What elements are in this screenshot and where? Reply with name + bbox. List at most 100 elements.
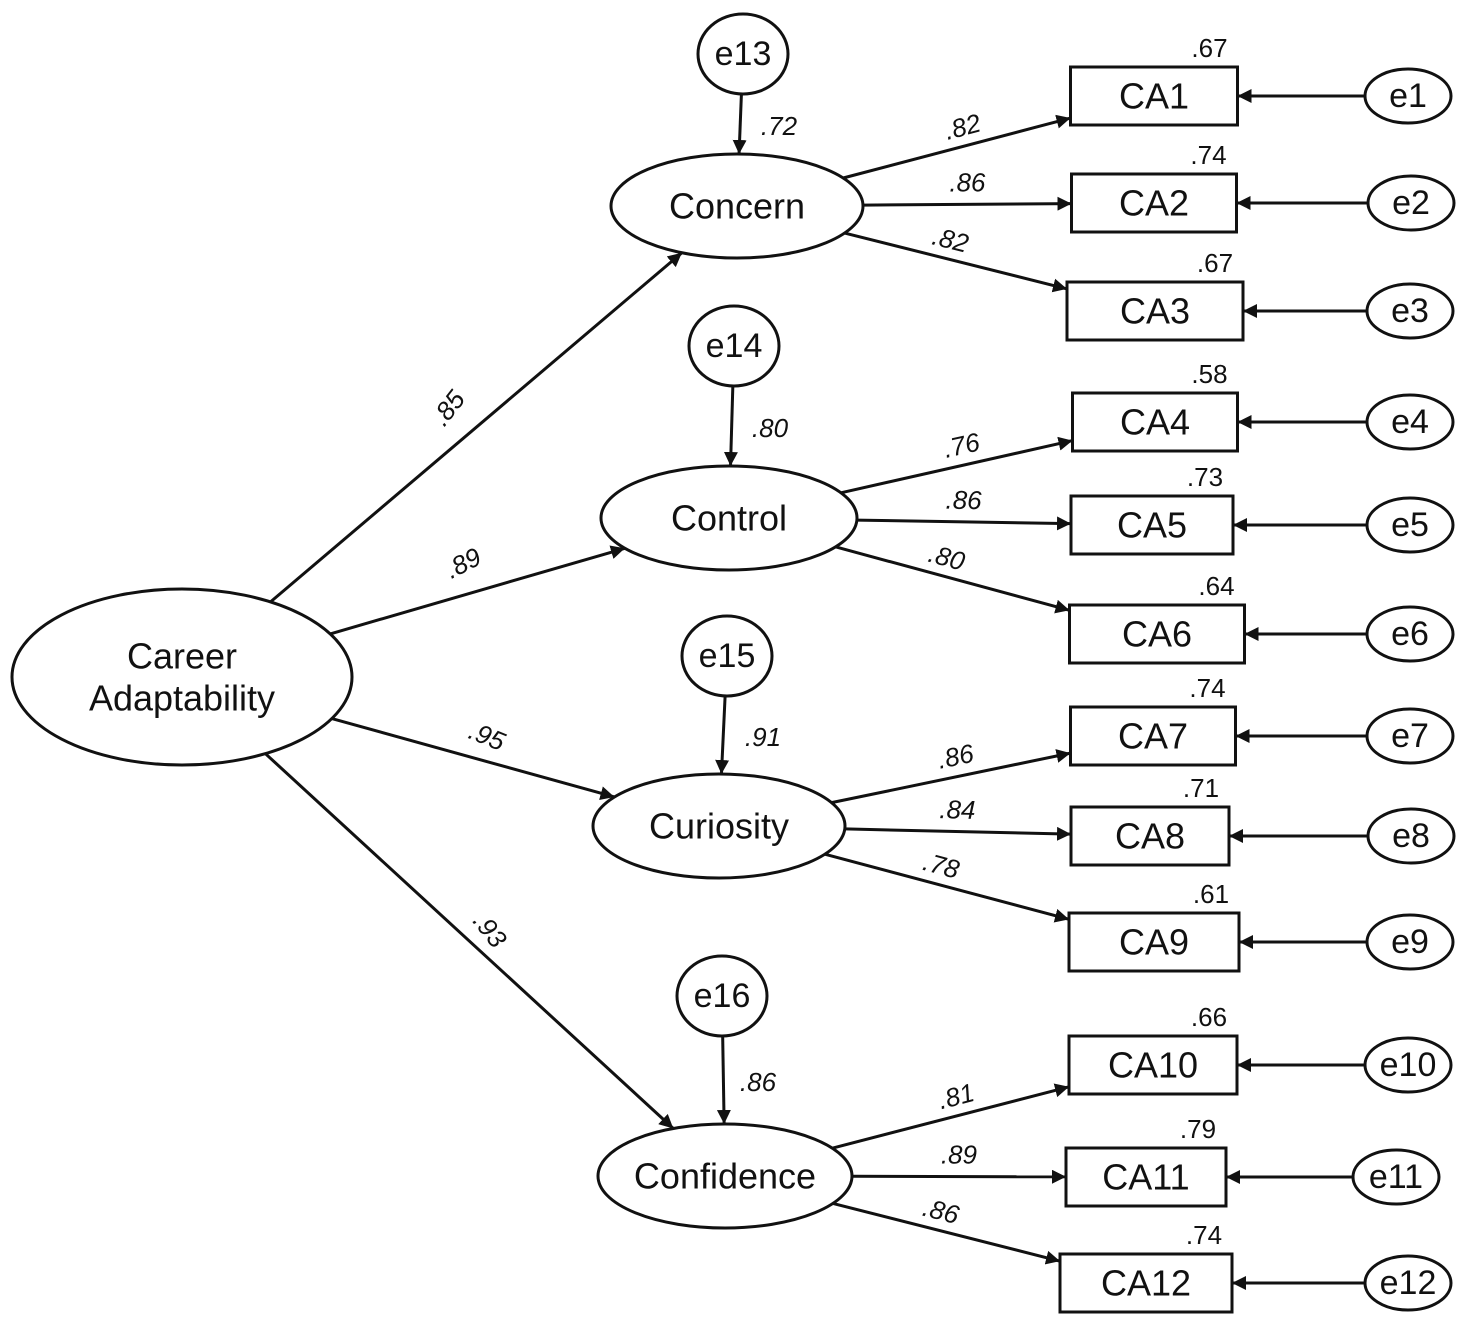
r2-ca8: .71 xyxy=(1183,773,1219,803)
error-e16-label: e16 xyxy=(694,977,751,1015)
arrow-root-to-confidence xyxy=(264,752,675,1130)
loading-ca3: .82 xyxy=(929,221,972,259)
diagram-nodes xyxy=(10,12,1456,1314)
error-e3-ellipse xyxy=(1365,282,1455,340)
loading-ca2: .86 xyxy=(949,167,986,197)
error-e13-ellipse xyxy=(696,12,790,96)
arrow-e15-to-curiosity xyxy=(715,695,730,775)
indicator-ca1-label: CA1 xyxy=(1119,76,1189,117)
error-e12-label: e12 xyxy=(1380,1264,1437,1302)
loading-ca5: .86 xyxy=(945,485,982,516)
factor-confidence-label: Confidence xyxy=(634,1156,816,1197)
error-e15-ellipse xyxy=(680,614,774,698)
factor-confidence-ellipse xyxy=(596,1122,854,1230)
arrow-concern-to-ca1 xyxy=(842,114,1071,180)
error-e11-label: e11 xyxy=(1369,1158,1423,1196)
r2-ca2: .74 xyxy=(1190,140,1226,170)
error-e2-ellipse xyxy=(1366,174,1456,232)
error-e1-ellipse xyxy=(1363,67,1453,125)
arrow-control-to-ca4 xyxy=(840,436,1073,495)
root-career-adaptability-ellipse xyxy=(10,587,354,767)
indicator-ca5-box xyxy=(1069,494,1235,556)
loading-ca8: .84 xyxy=(939,794,976,825)
arrow-curiosity-to-ca9 xyxy=(824,852,1070,923)
indicator-ca11-box xyxy=(1064,1146,1228,1208)
factor-concern-label: Concern xyxy=(669,186,805,227)
error-e5-label: e5 xyxy=(1391,506,1429,544)
arrow-curiosity-to-ca7 xyxy=(831,749,1071,805)
indicator-ca8-box xyxy=(1069,805,1231,867)
loading-e16: .86 xyxy=(740,1067,777,1097)
r2-ca12: .74 xyxy=(1186,1220,1222,1250)
error-e15-label: e15 xyxy=(699,637,756,675)
indicator-ca12-box xyxy=(1058,1252,1234,1314)
indicator-ca1-box xyxy=(1069,65,1239,127)
arrow-concern-to-ca3 xyxy=(844,231,1068,293)
loading-ca11: .89 xyxy=(941,1140,977,1170)
error-e6-label: e6 xyxy=(1391,615,1429,653)
indicator-ca3-box xyxy=(1065,280,1245,342)
loading-ca10: .81 xyxy=(935,1077,978,1115)
error-e2-label: e2 xyxy=(1392,184,1430,222)
arrow-curiosity-to-ca8 xyxy=(844,826,1072,841)
indicator-ca9-label: CA9 xyxy=(1119,922,1189,963)
indicator-ca11-label: CA11 xyxy=(1102,1157,1189,1198)
r2-ca10: .66 xyxy=(1191,1002,1227,1032)
factor-curiosity-ellipse xyxy=(591,772,847,880)
arrow-root-to-concern xyxy=(269,251,683,604)
indicator-ca3-label: CA3 xyxy=(1120,291,1190,332)
indicator-ca8-label: CA8 xyxy=(1115,816,1185,857)
loading-ca1: .82 xyxy=(941,107,984,145)
error-e14-label: e14 xyxy=(706,327,763,365)
indicator-ca7-box xyxy=(1069,705,1237,767)
factor-control-label: Control xyxy=(671,498,787,539)
loading-ca6: .80 xyxy=(925,538,968,577)
indicator-ca4-label: CA4 xyxy=(1120,402,1190,443)
arrow-confidence-to-ca10 xyxy=(831,1083,1070,1150)
loading-e14: .80 xyxy=(752,413,789,443)
error-e8-ellipse xyxy=(1366,807,1456,865)
error-e1-label: e1 xyxy=(1389,77,1427,115)
error-e16-ellipse xyxy=(675,954,769,1038)
r2-ca1: .67 xyxy=(1191,33,1227,63)
loading-root-curiosity: .95 xyxy=(465,715,510,757)
r2-ca9: .61 xyxy=(1193,879,1229,909)
arrow-root-to-control xyxy=(329,545,626,636)
root-career-adaptability-label: Career xyxy=(127,636,237,677)
r2-ca5: .73 xyxy=(1187,462,1223,492)
path-arrows xyxy=(264,89,1368,1290)
error-e5-ellipse xyxy=(1365,496,1455,554)
indicator-ca2-box xyxy=(1070,172,1238,234)
indicator-ca10-label: CA10 xyxy=(1108,1045,1198,1086)
arrow-root-to-curiosity xyxy=(331,717,615,800)
loading-e13: .72 xyxy=(761,111,798,141)
arrow-e16-to-confidence xyxy=(716,1035,731,1125)
indicator-ca7-label: CA7 xyxy=(1118,716,1188,757)
loading-ca12: .86 xyxy=(920,1192,963,1230)
indicator-ca4-box xyxy=(1071,391,1239,453)
r2-ca3: .67 xyxy=(1197,248,1233,278)
indicator-ca5-label: CA5 xyxy=(1117,505,1187,546)
loading-ca7: .86 xyxy=(935,738,977,775)
indicator-ca9-box xyxy=(1067,911,1241,973)
r2-ca7: .74 xyxy=(1189,673,1225,703)
error-e4-ellipse xyxy=(1365,393,1455,451)
error-e7-ellipse xyxy=(1365,707,1455,765)
error-e10-label: e10 xyxy=(1380,1046,1437,1084)
loading-ca4: .76 xyxy=(941,426,983,463)
indicator-ca2-label: CA2 xyxy=(1119,183,1189,224)
error-e13-label: e13 xyxy=(715,35,772,73)
loading-root-control: .89 xyxy=(440,541,486,584)
error-e6-ellipse xyxy=(1365,605,1455,663)
error-e11-ellipse xyxy=(1351,1148,1441,1206)
loading-root-concern: .85 xyxy=(425,384,471,431)
arrow-confidence-to-ca11 xyxy=(851,1169,1067,1184)
error-e8-label: e8 xyxy=(1392,817,1430,855)
indicator-ca10-box xyxy=(1067,1034,1239,1096)
r2-ca11: .79 xyxy=(1180,1114,1216,1144)
arrow-e14-to-control xyxy=(723,385,738,467)
error-e14-ellipse xyxy=(687,304,781,388)
root-career-adaptability-label: Adaptability xyxy=(89,678,275,719)
error-e3-label: e3 xyxy=(1391,292,1429,330)
error-e9-label: e9 xyxy=(1391,923,1429,961)
